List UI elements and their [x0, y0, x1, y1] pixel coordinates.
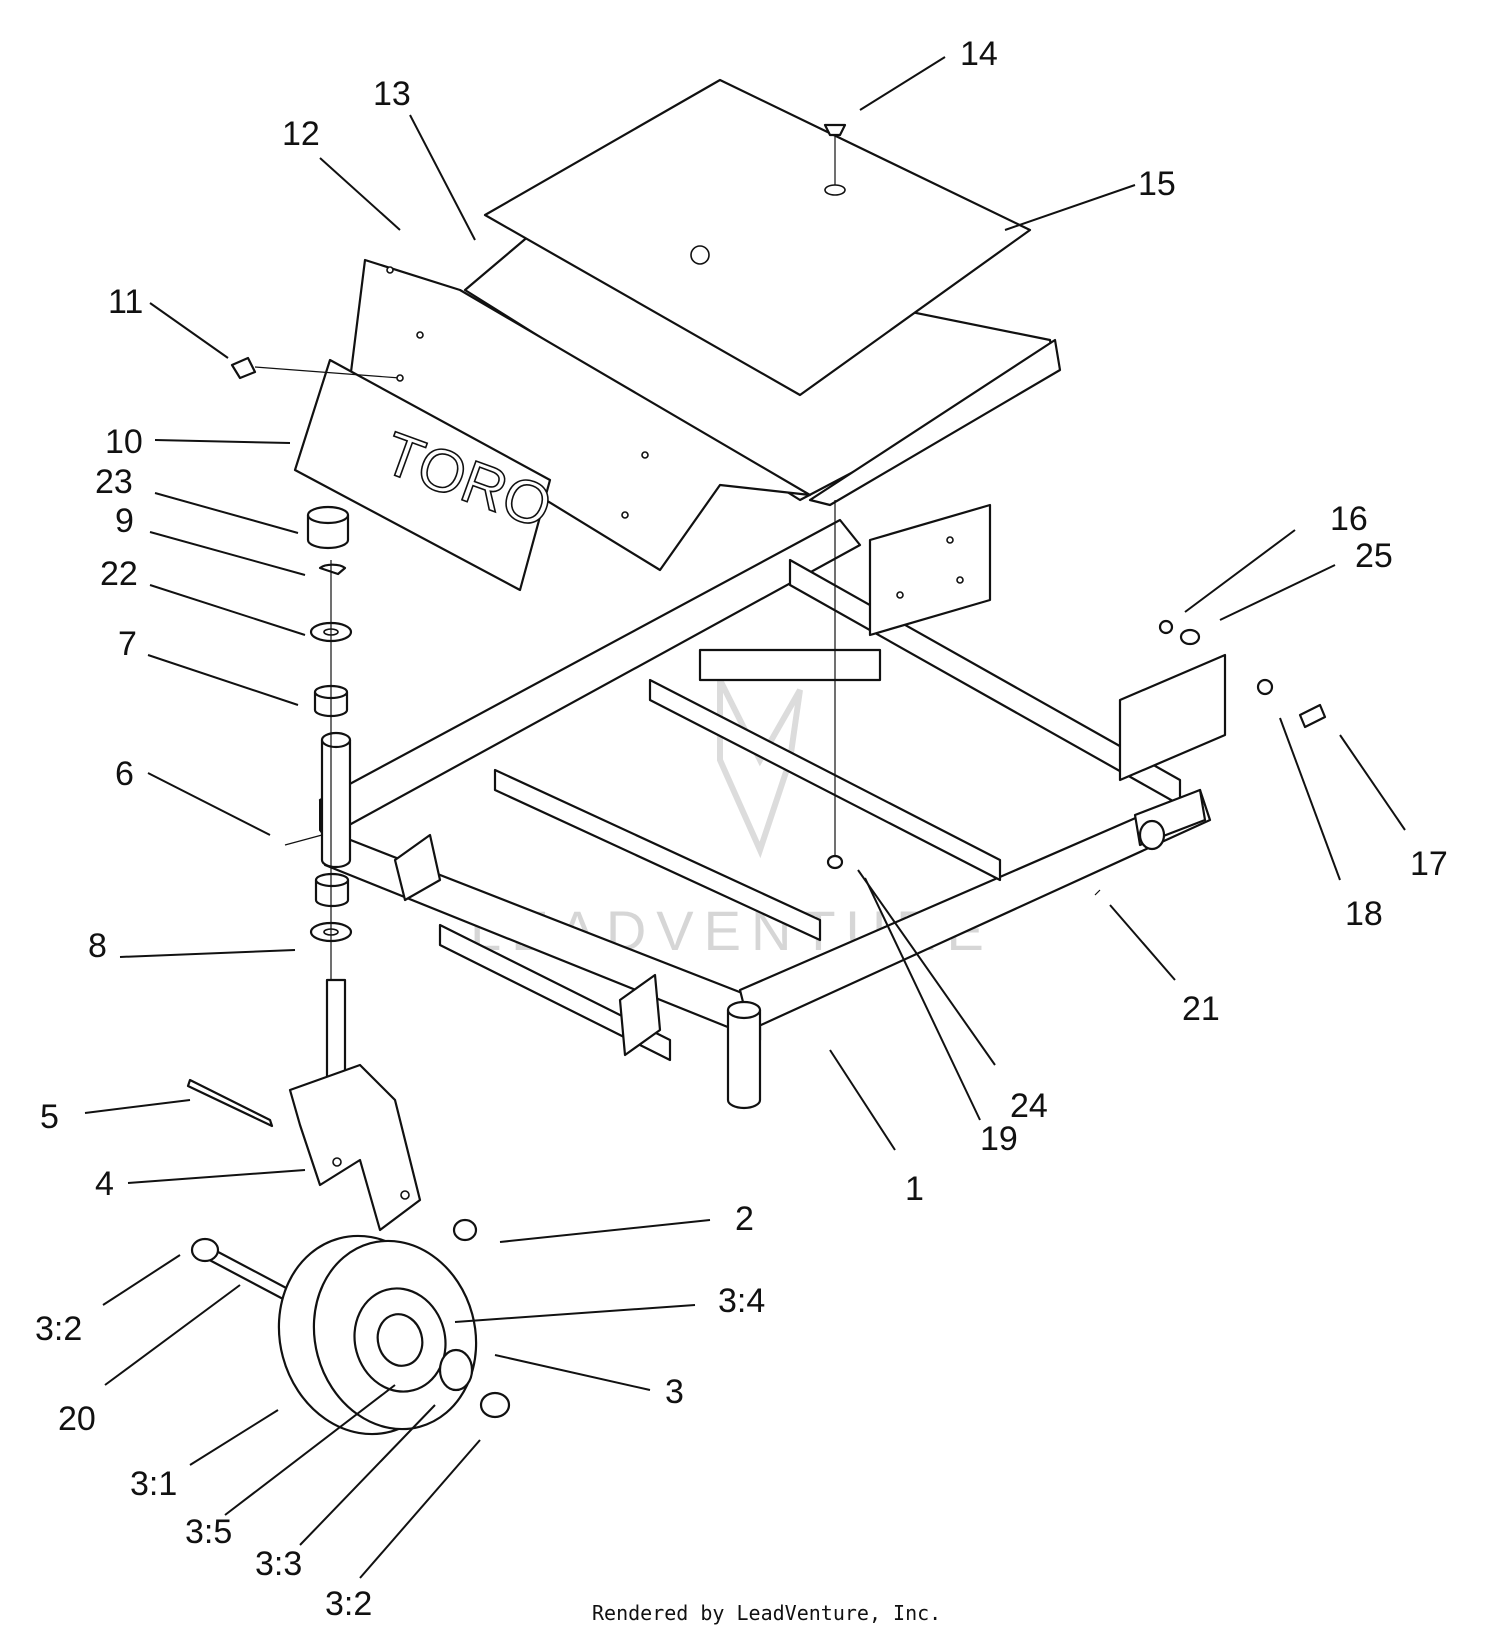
- callout-25: 25: [1355, 537, 1393, 575]
- callout-labels: 14 15 13 12 11 10 23 9 22 7 6 8 5 4 2 3:…: [35, 35, 1448, 1623]
- callout-9: 9: [115, 502, 134, 540]
- caster-fork: [186, 1063, 422, 1232]
- callout-15: 15: [1138, 165, 1176, 203]
- main-frame: [318, 503, 1227, 1110]
- callout-2: 2: [735, 1200, 754, 1238]
- hardware: [230, 123, 1327, 896]
- callout-5: 5: [40, 1098, 59, 1136]
- callout-3-2-left: 3:2: [35, 1310, 82, 1348]
- callout-8: 8: [88, 927, 107, 965]
- callout-12: 12: [282, 115, 320, 153]
- callout-3-5: 3:5: [185, 1513, 232, 1551]
- callout-3-2-bottom: 3:2: [325, 1585, 372, 1623]
- callout-3-1: 3:1: [130, 1465, 177, 1503]
- callout-3-4: 3:4: [718, 1282, 765, 1320]
- leader-lines: [84, 56, 1406, 1579]
- callout-19: 19: [980, 1120, 1018, 1158]
- callout-13: 13: [373, 75, 411, 113]
- callout-21: 21: [1182, 990, 1220, 1028]
- callout-11: 11: [108, 283, 143, 321]
- callout-6: 6: [115, 755, 134, 793]
- callout-10: 10: [105, 423, 143, 461]
- callout-20: 20: [58, 1400, 96, 1438]
- callout-3: 3: [665, 1373, 684, 1411]
- callout-1: 1: [905, 1170, 924, 1208]
- credit-text: Rendered by LeadVenture, Inc.: [592, 1601, 941, 1625]
- callout-24: 24: [1010, 1087, 1048, 1125]
- callout-14: 14: [960, 35, 998, 73]
- callout-4: 4: [95, 1165, 114, 1203]
- callout-3-3: 3:3: [255, 1545, 302, 1583]
- callout-23: 23: [95, 463, 133, 501]
- callout-22: 22: [100, 555, 138, 593]
- caster-wheel: [190, 1218, 511, 1436]
- hood-assembly: TORO: [293, 78, 1062, 592]
- toro-plate: [293, 358, 552, 592]
- callout-17: 17: [1410, 845, 1448, 883]
- callout-16: 16: [1330, 500, 1368, 538]
- callout-7: 7: [118, 625, 137, 663]
- callout-18: 18: [1345, 895, 1383, 933]
